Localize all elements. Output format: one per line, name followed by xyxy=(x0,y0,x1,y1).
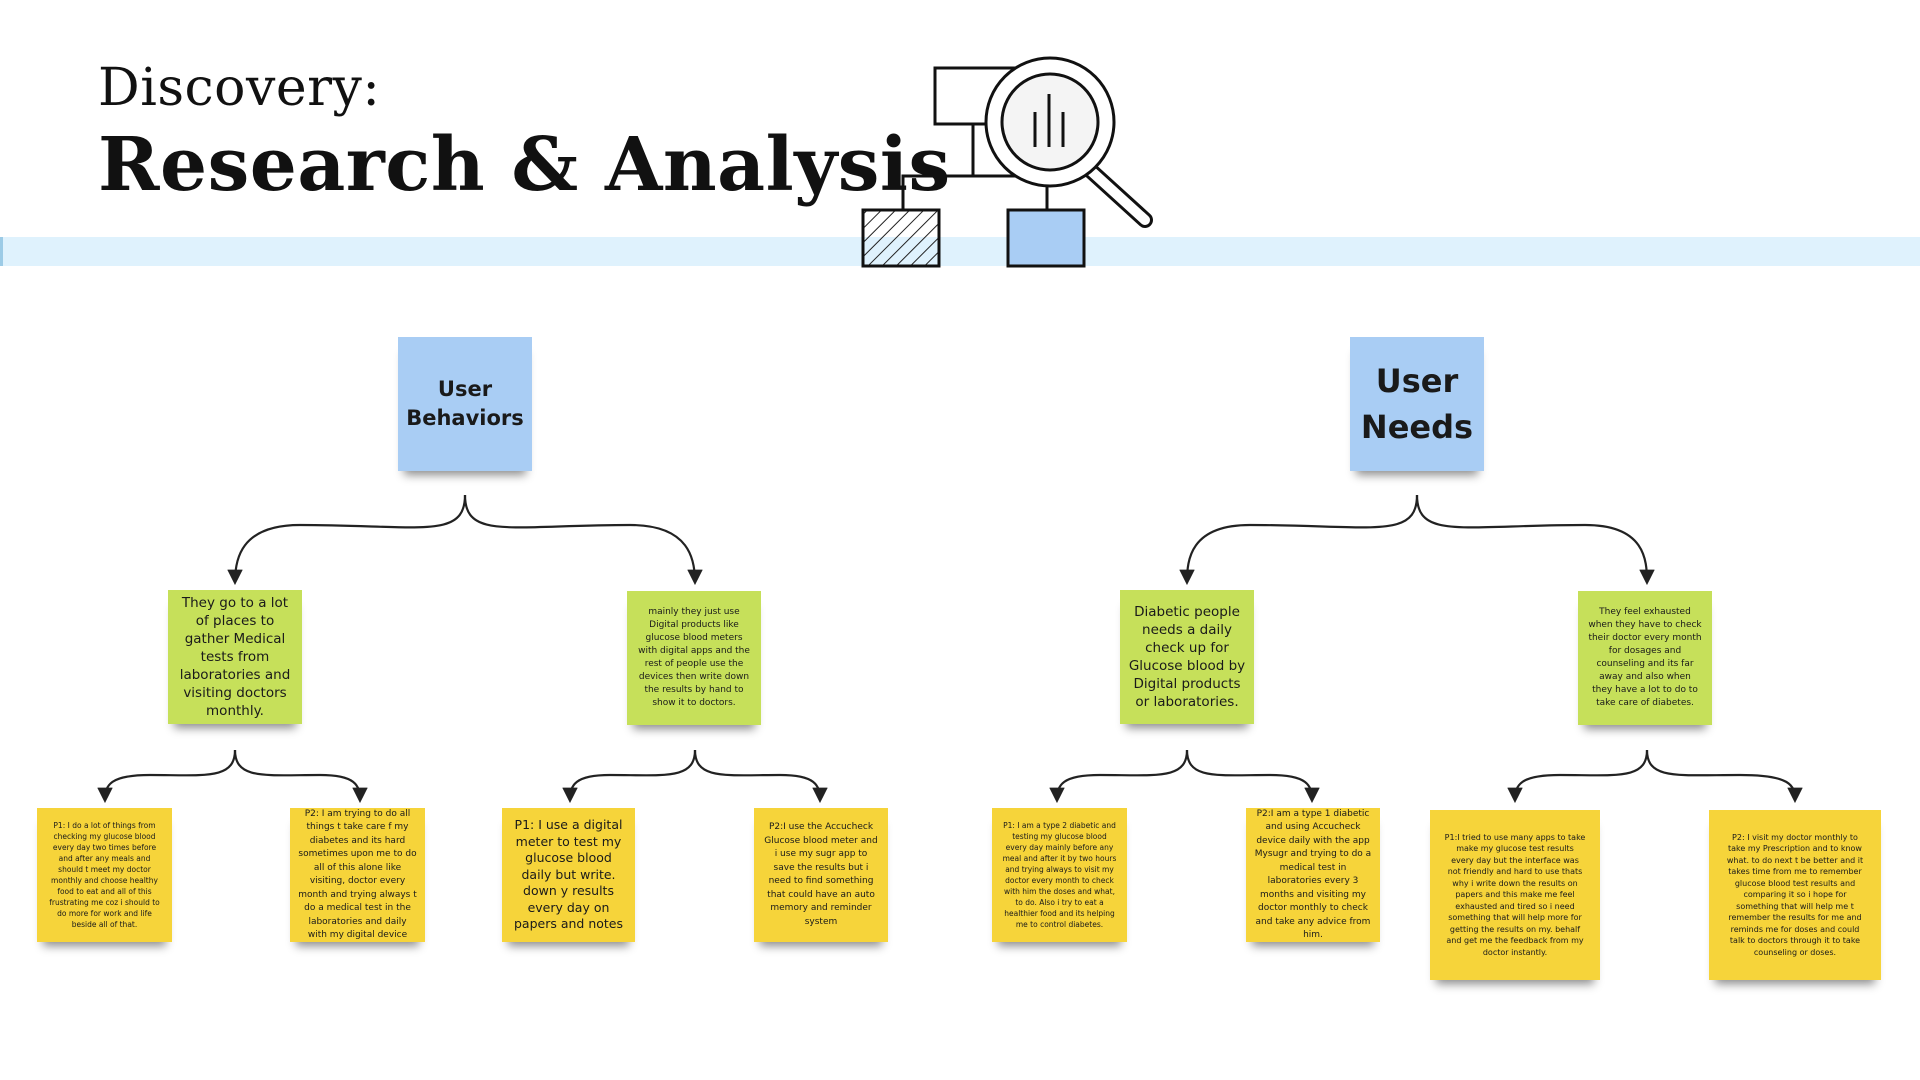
connector-arrow xyxy=(1185,749,1320,804)
insight-note[interactable]: They feel exhausted when they have to ch… xyxy=(1578,591,1712,725)
note-text: P2: I am trying to do all things t take … xyxy=(298,808,417,941)
note-text: P1:I tried to use many apps to take make… xyxy=(1444,832,1586,957)
connector-arrow xyxy=(463,494,703,586)
connector-arrow xyxy=(1415,494,1655,586)
org-connector xyxy=(901,124,975,210)
quote-note[interactable]: P2:I use the Accucheck Glucose blood met… xyxy=(754,808,888,942)
insight-note[interactable]: Diabetic people needs a daily check up f… xyxy=(1120,590,1254,724)
note-text: mainly they just use Digital products li… xyxy=(638,607,750,708)
quote-note[interactable]: P2: I am trying to do all things t take … xyxy=(290,808,425,942)
quote-note[interactable]: P2: I visit my doctor monthly to take my… xyxy=(1709,810,1881,980)
note-text: P2:I use the Accucheck Glucose blood met… xyxy=(764,822,878,927)
page-subtitle: Discovery: xyxy=(98,58,381,118)
note-text: P1: I am a type 2 diabetic and testing m… xyxy=(1002,821,1117,929)
note-text: P2:I am a type 1 diabetic and using Accu… xyxy=(1254,808,1372,941)
org-box-hatched xyxy=(861,208,941,268)
connector-arrow xyxy=(693,749,828,804)
connector-arrow xyxy=(227,494,467,586)
note-text: P2: I visit my doctor monthly to take my… xyxy=(1726,832,1864,957)
quote-note[interactable]: P1: I do a lot of things from checking m… xyxy=(37,808,172,942)
category-note-user-behaviors[interactable]: User Behaviors xyxy=(398,337,532,471)
note-text: They go to a lot of places to gather Med… xyxy=(179,595,291,719)
magnifying-glass-over-org-chart-icon xyxy=(861,56,1153,268)
note-text: P1: I do a lot of things from checking m… xyxy=(49,821,160,929)
quote-note[interactable]: P1:I tried to use many apps to take make… xyxy=(1430,810,1600,980)
connector-arrow xyxy=(233,749,368,804)
org-box-blue xyxy=(1006,208,1086,268)
connector-arrow xyxy=(1179,494,1419,586)
quote-note[interactable]: P1: I am a type 2 diabetic and testing m… xyxy=(992,808,1127,942)
connector-arrow xyxy=(562,749,697,804)
connector-arrow xyxy=(97,749,237,804)
page-title: Research & Analysis xyxy=(98,122,951,208)
connector-arrow xyxy=(1645,749,1803,804)
header-band xyxy=(0,237,1920,266)
connector-arrow xyxy=(1049,749,1189,804)
quote-note[interactable]: P2:I am a type 1 diabetic and using Accu… xyxy=(1246,808,1380,942)
category-note-user-needs[interactable]: User Needs xyxy=(1350,337,1484,471)
quote-note[interactable]: P1: I use a digital meter to test my glu… xyxy=(502,808,635,942)
note-text: P1: I use a digital meter to test my glu… xyxy=(513,817,623,932)
note-text: User Needs xyxy=(1360,362,1474,446)
note-text: They feel exhausted when they have to ch… xyxy=(1588,607,1702,708)
note-text: User Behaviors xyxy=(406,377,524,430)
insight-note[interactable]: mainly they just use Digital products li… xyxy=(627,591,761,725)
connector-arrow xyxy=(1507,749,1649,804)
note-text: Diabetic people needs a daily check up f… xyxy=(1128,604,1246,710)
insight-note[interactable]: They go to a lot of places to gather Med… xyxy=(168,590,302,724)
